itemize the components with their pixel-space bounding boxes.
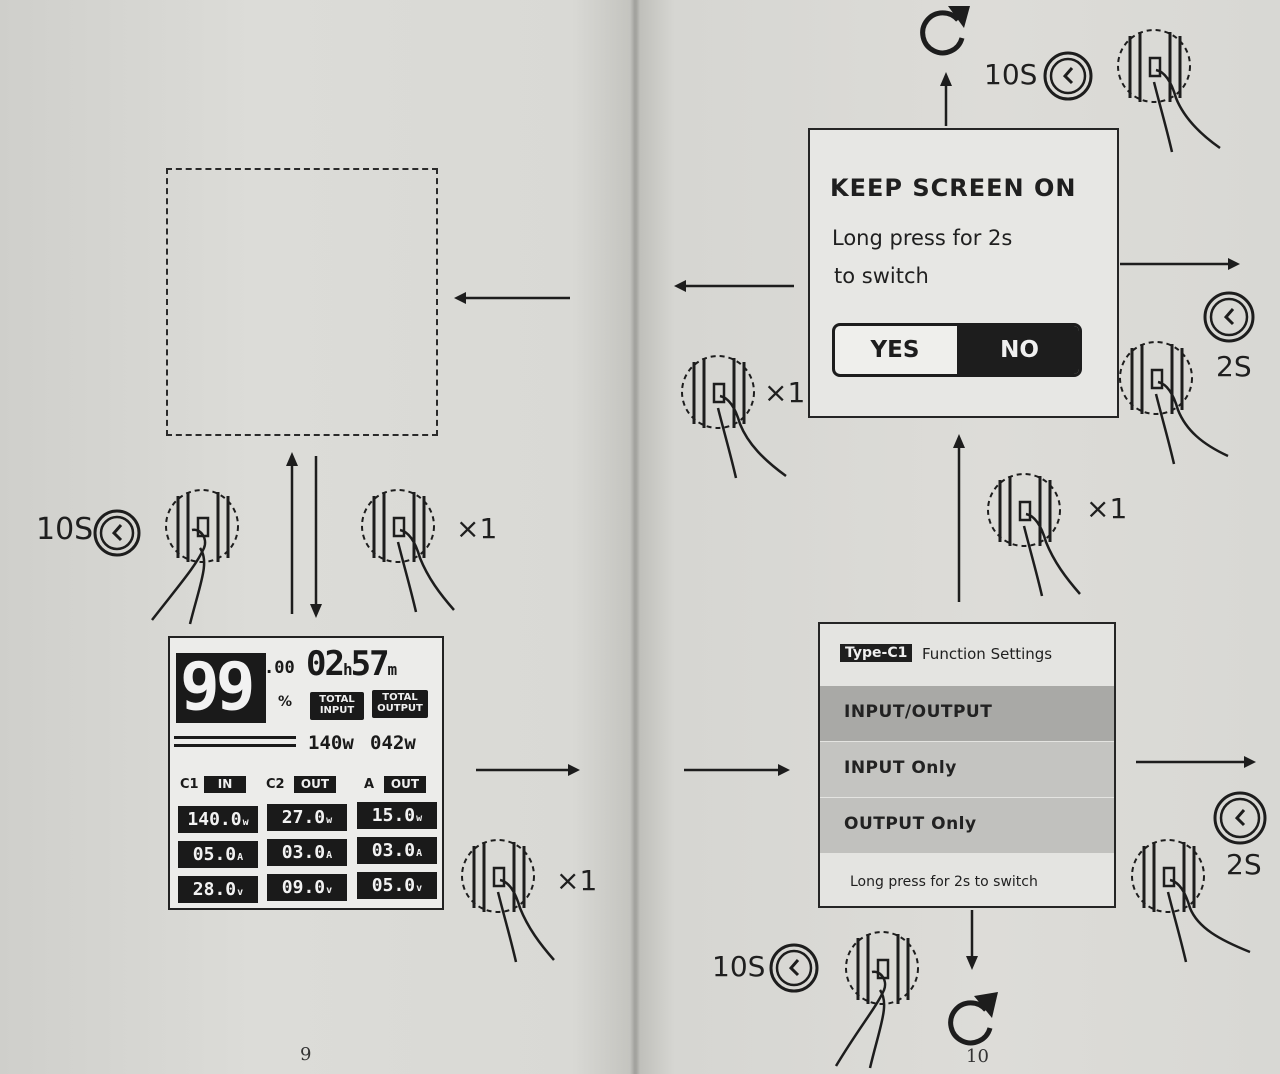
toggle-no-option[interactable]: NO (957, 326, 1079, 374)
time-h-unit: h (342, 660, 353, 679)
hold-duration-label: 2S (1216, 350, 1252, 383)
keep-screen-instruction-1: Long press for 2s (832, 226, 1013, 250)
c2-current-cell: 03.0A (267, 839, 347, 866)
arrow-up-icon (953, 434, 965, 602)
time-minutes: 57 (350, 644, 390, 684)
keep-screen-instruction-2: to switch (834, 264, 929, 288)
option-output-only[interactable]: OUTPUT Only (820, 798, 1114, 853)
time-m-unit: m (387, 660, 398, 679)
hand-press-icon (681, 355, 787, 479)
hand-press-icon (834, 931, 919, 1069)
battery-decimal: .00 (264, 658, 295, 678)
total-output-badge: TOTAL OUTPUT (372, 690, 428, 718)
a-voltage-cell: 05.0v (357, 872, 437, 899)
port-c2-mode: OUT (294, 776, 336, 793)
hold-duration-label: 10S (984, 58, 1038, 91)
lcd-main-screen: 99 .00 % 02h57m TOTAL INPUT TOTAL OUTPUT… (168, 636, 444, 910)
hand-press-icon (151, 489, 239, 625)
press-count-label: ×1 (764, 376, 806, 409)
function-settings-screen: Type-C1 Function Settings INPUT/OUTPUT I… (818, 622, 1116, 908)
arrow-left-icon (454, 292, 570, 304)
remaining-time: 02h57m (306, 644, 398, 684)
c2-voltage-cell: 09.0v (267, 874, 347, 901)
clock-icon (93, 509, 141, 557)
keep-screen-toggle[interactable]: YES NO (832, 323, 1082, 377)
keep-screen-on-dialog: KEEP SCREEN ON Long press for 2s to swit… (808, 128, 1119, 418)
press-count-label: ×1 (456, 512, 498, 545)
percent-sign: % (278, 694, 293, 710)
port-a-label: A (364, 777, 375, 792)
option-input-only[interactable]: INPUT Only (820, 742, 1114, 797)
clock-icon (1213, 791, 1267, 845)
clock-icon (1043, 51, 1093, 101)
arrow-right-icon (1120, 258, 1240, 270)
battery-percent: 99 (180, 648, 256, 725)
total-input-badge: TOTAL INPUT (310, 692, 364, 720)
clock-icon (769, 943, 819, 993)
page-number: 9 (300, 1044, 312, 1065)
time-hours: 02 (306, 644, 345, 684)
press-count-label: ×1 (556, 864, 598, 897)
total-input-value: 140w (308, 732, 354, 754)
hold-duration-label: 10S (36, 512, 94, 547)
port-c2-label: C2 (266, 777, 285, 792)
a-power-cell: 15.0w (357, 802, 437, 829)
toggle-yes-option[interactable]: YES (870, 337, 920, 363)
c1-voltage-cell: 28.0v (178, 876, 258, 903)
c1-power-cell: 140.0w (178, 806, 258, 833)
page-number: 10 (966, 1046, 989, 1067)
hand-press-icon (461, 839, 555, 963)
refresh-icon (920, 6, 970, 56)
arrow-right-icon (476, 764, 580, 776)
hand-press-icon (1131, 839, 1251, 963)
a-current-cell: 03.0A (357, 837, 437, 864)
c1-current-cell: 05.0A (178, 841, 258, 868)
port-badge: Type-C1 (840, 644, 913, 662)
battery-block: 99 (176, 648, 266, 725)
left-page: 10S ×1 99 .00 % 02h57m TOT (0, 0, 636, 1074)
settings-hint: Long press for 2s to switch (850, 874, 1038, 890)
press-count-label: ×1 (1086, 492, 1128, 525)
keep-screen-title: KEEP SCREEN ON (830, 174, 1077, 202)
hand-press-icon (361, 489, 455, 613)
option-input-output[interactable]: INPUT/OUTPUT (820, 686, 1114, 741)
port-c1-mode: IN (204, 776, 246, 793)
arrow-right-icon (684, 764, 790, 776)
book-fold (630, 0, 640, 1074)
divider-line (174, 744, 296, 747)
arrow-left-icon (674, 280, 794, 292)
clock-icon (1203, 291, 1255, 343)
hold-duration-label: 2S (1226, 848, 1262, 881)
placeholder-screen-dashed (166, 168, 438, 436)
hand-press-icon (1119, 341, 1229, 465)
port-c1-label: C1 (180, 777, 199, 792)
arrow-up-icon (940, 72, 952, 126)
port-a-mode: OUT (384, 776, 426, 793)
arrow-right-icon (1136, 756, 1256, 768)
hand-press-icon (1117, 29, 1221, 153)
c2-power-cell: 27.0w (267, 804, 347, 831)
total-output-value: 042w (370, 732, 416, 754)
settings-title: Function Settings (922, 645, 1053, 663)
arrow-down-icon (966, 910, 978, 970)
hold-duration-label: 10S (712, 950, 766, 983)
up-down-arrows-icon (286, 452, 322, 618)
divider-line (174, 736, 296, 739)
hand-press-icon (987, 473, 1081, 597)
refresh-icon (948, 992, 998, 1046)
